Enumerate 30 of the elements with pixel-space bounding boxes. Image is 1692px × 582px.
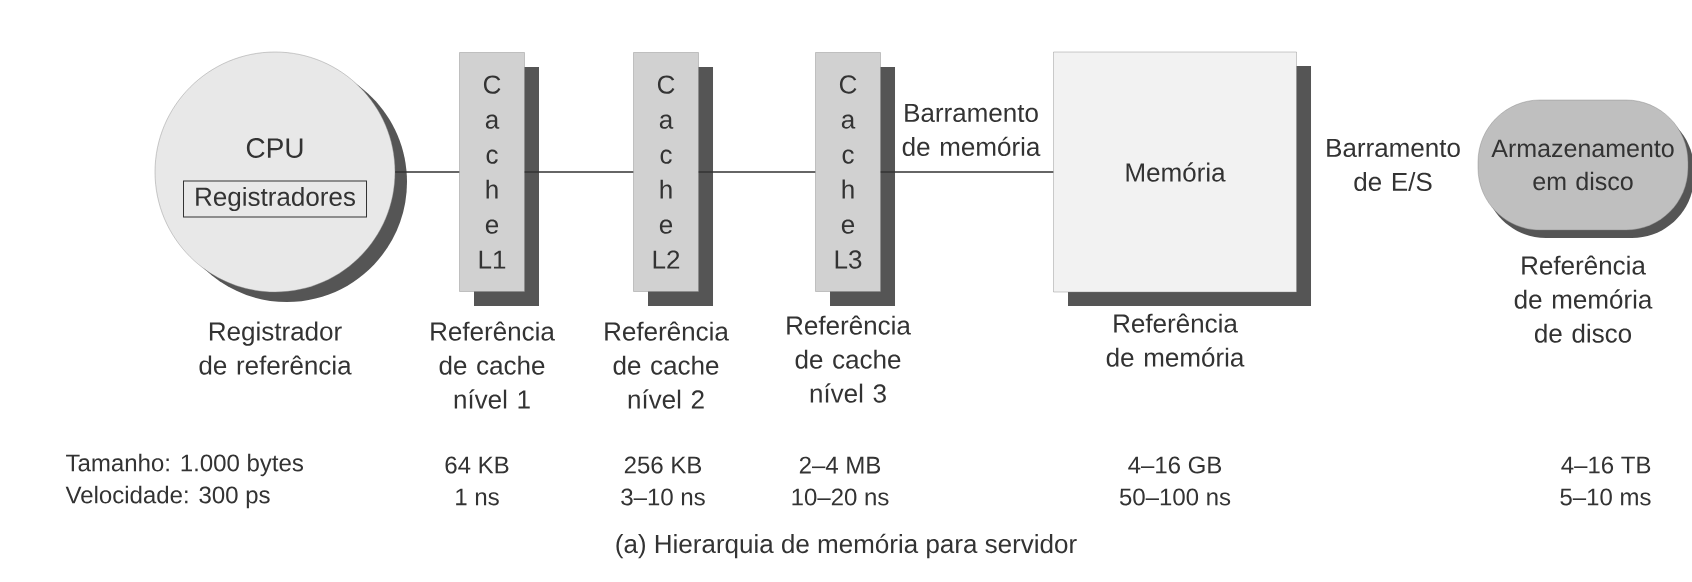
cache-box: Cache L2	[633, 52, 713, 306]
bus-label: Barramento de E/S	[1327, 138, 1460, 192]
caption: (a) Hierarquia de memória para servidor	[616, 533, 1077, 559]
connector-line	[394, 171, 460, 173]
edge-label: Barramento de memória	[895, 102, 1047, 158]
spec-text: 10–20 ns	[792, 488, 889, 506]
caption-text: Referência de cache nível 2	[605, 321, 729, 409]
spec-text: 50–100 ns	[1119, 488, 1231, 506]
register-box: Registradores	[183, 180, 367, 218]
spec-text: 4–16 TB	[1561, 456, 1651, 474]
caption-text: Referência de cache nível 3	[787, 315, 911, 403]
spec-text: 256 KB	[624, 456, 702, 474]
caption-text: Referência de memória de disco	[1514, 255, 1653, 343]
cache-box: Cache L1	[459, 52, 539, 306]
caption-text: Referência de memória	[1106, 313, 1245, 367]
connector-line	[698, 171, 816, 173]
spec-text: 3–10 ns	[621, 488, 705, 506]
spec-text: Tamanho: 1.000 bytes	[66, 453, 303, 477]
memory-box: Memória	[1053, 51, 1311, 306]
connector-line	[524, 171, 634, 173]
connector-line	[880, 171, 1054, 173]
spec-text: 64 KB	[445, 456, 509, 474]
spec-text: 2–4 MB	[799, 456, 881, 474]
cache-box: Cache L3	[815, 52, 895, 306]
spec-text: 1 ns	[456, 488, 499, 506]
spec-text: 4–16 GB	[1128, 456, 1222, 474]
caption-text: Registrador de referência	[199, 321, 352, 375]
spec-text: 5–10 ms	[1560, 488, 1651, 506]
spec-text: Velocidade: 300 ps	[65, 485, 270, 509]
caption-text: Referência de cache nível 1	[431, 321, 555, 409]
